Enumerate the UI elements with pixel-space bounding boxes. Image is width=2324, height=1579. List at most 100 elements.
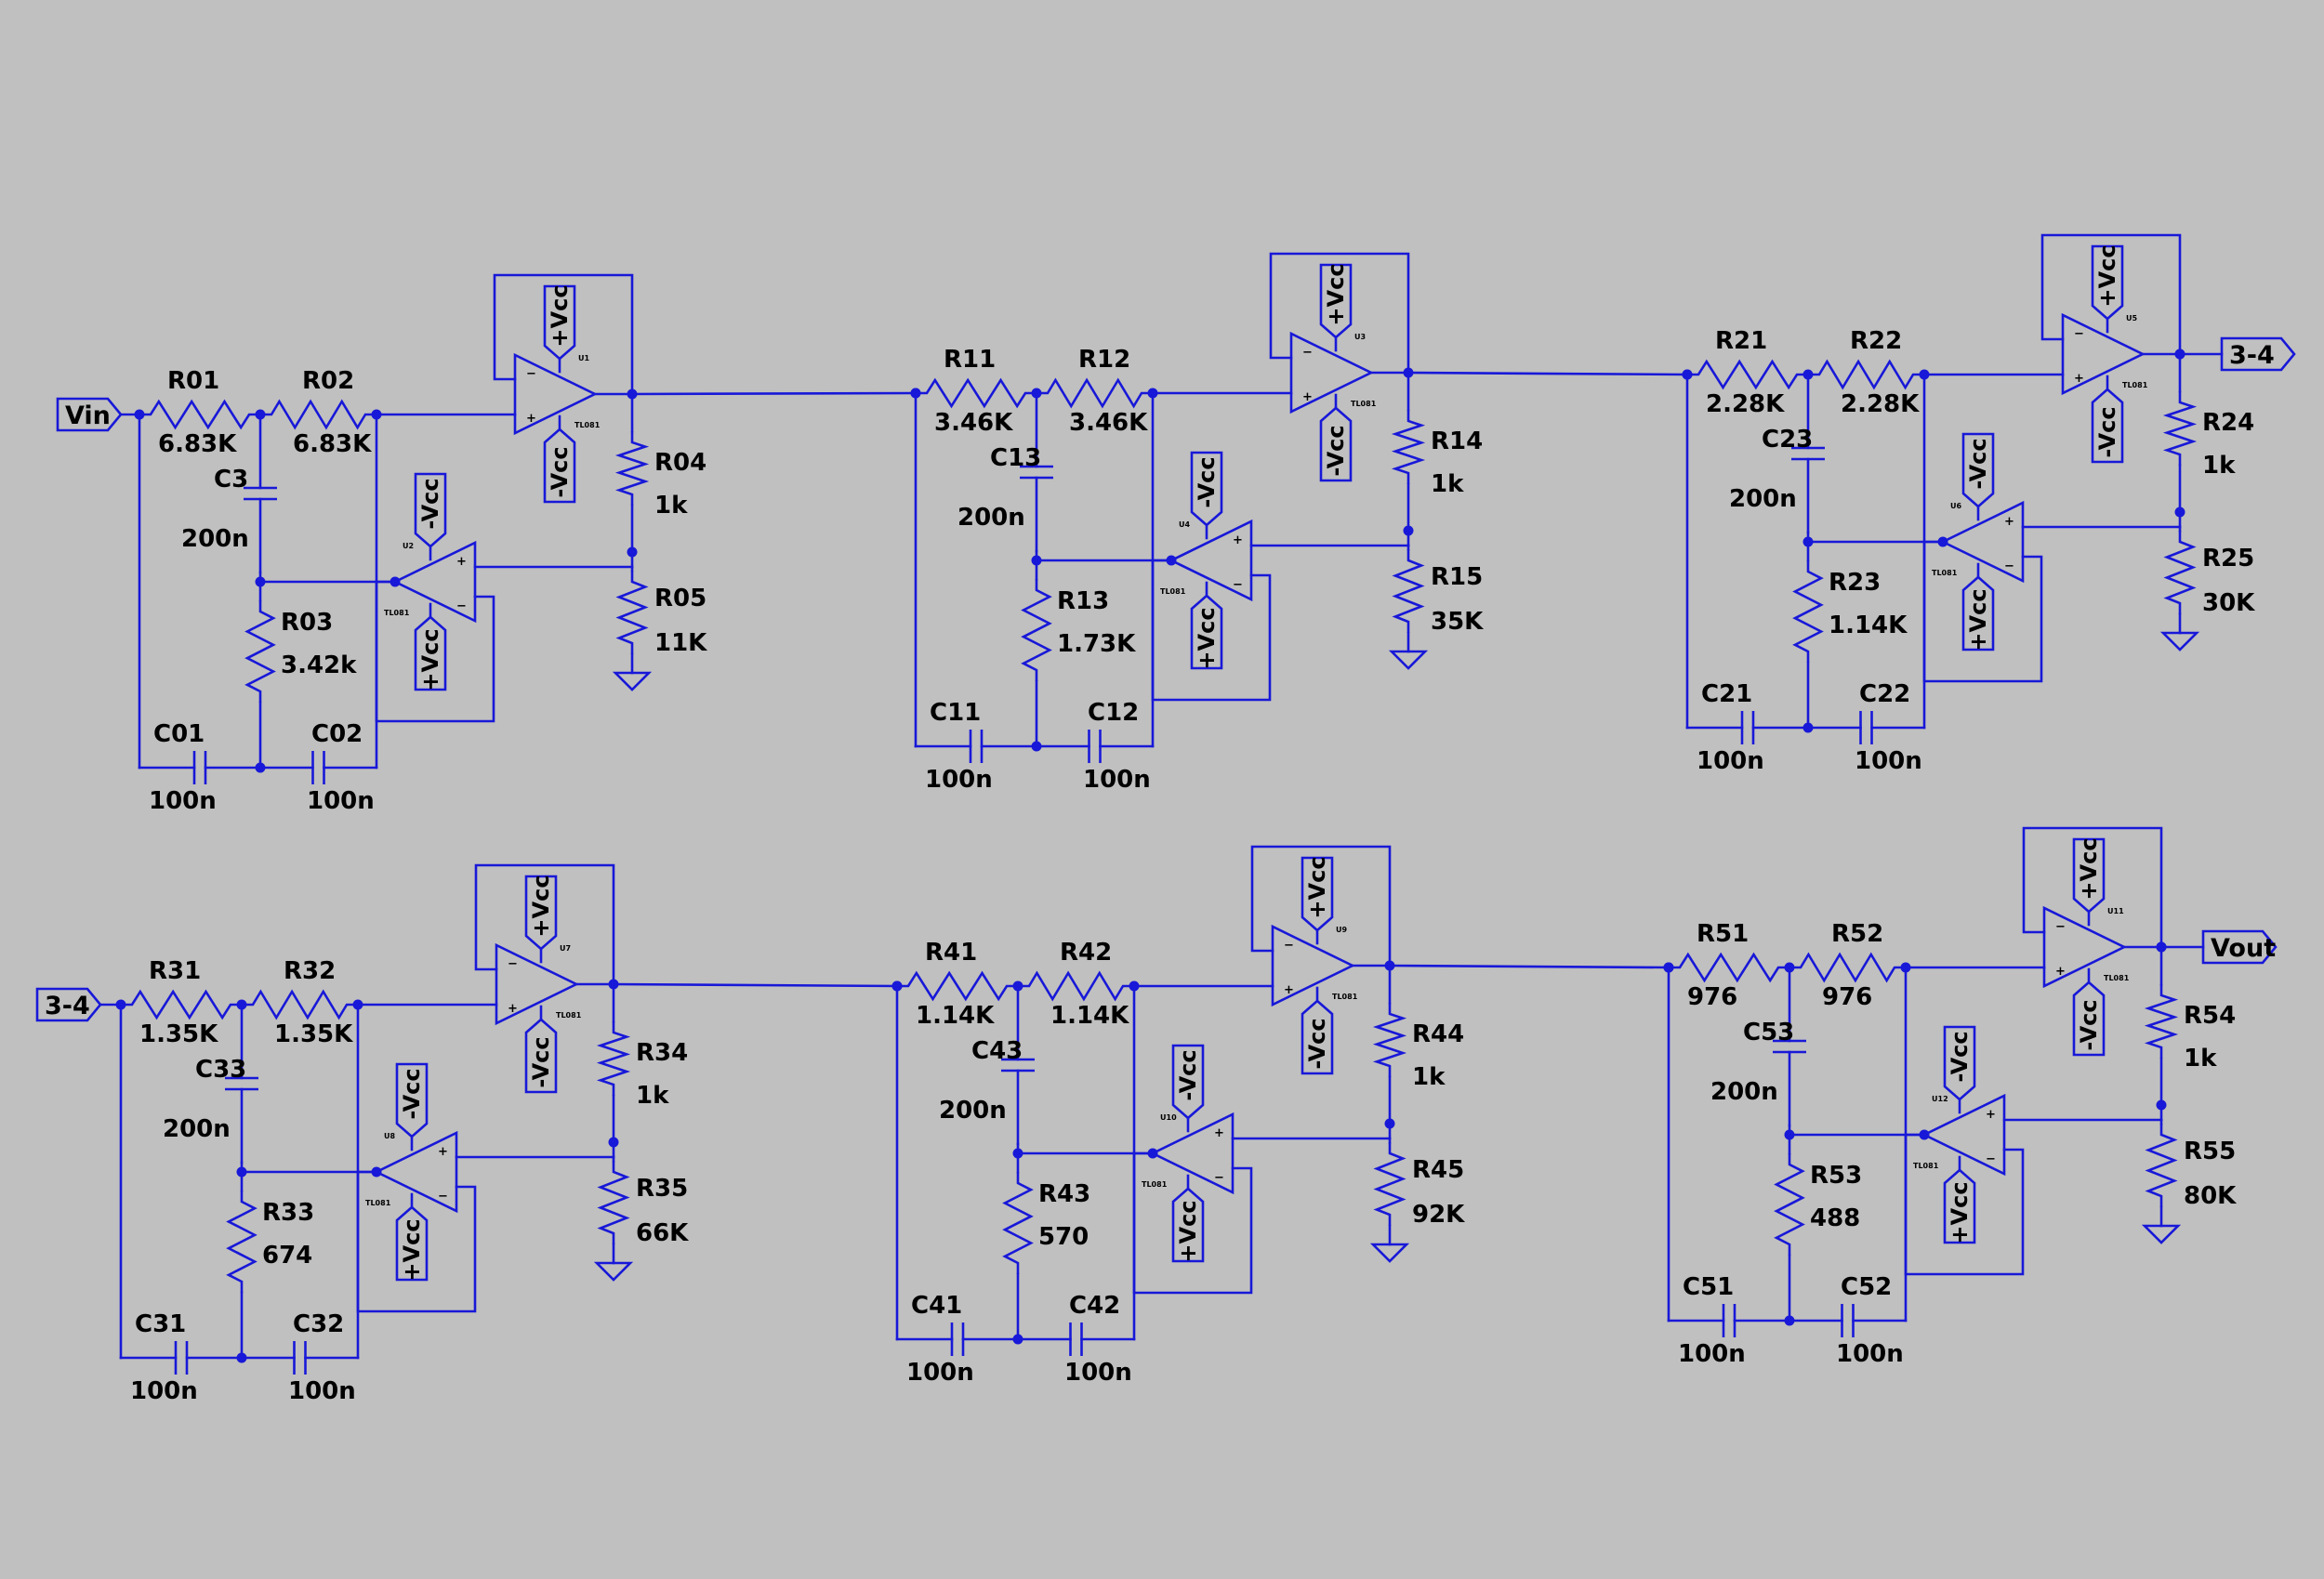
- resistor-label: R05: [654, 585, 706, 612]
- supply-label: +Vcc: [2076, 837, 2102, 900]
- resistor-value: 1.14K: [1829, 612, 1908, 639]
- filter-stage-2: R113.46KR123.46KC13200nR131.73KC11100nC1…: [910, 252, 1484, 794]
- port-label: Vout: [2211, 934, 2276, 963]
- resistor-value: 3.46K: [1069, 409, 1148, 437]
- resistor-value: 6.83K: [158, 430, 237, 458]
- filter-stage-3: R212.28KR222.28KC23200nR231.14KC21100nC2…: [1682, 233, 2255, 775]
- resistor-zigzag: [1372, 1003, 1407, 1077]
- opamp-input-sign: −: [1233, 578, 1243, 592]
- wire: [474, 863, 615, 986]
- opamp-input-sign: −: [508, 957, 518, 971]
- port-label: 3-4: [45, 992, 90, 1020]
- resistor-zigzag: [226, 1191, 257, 1293]
- resistor-label: R35: [636, 1175, 688, 1203]
- resistor-zigzag: [260, 399, 376, 430]
- resistor-zigzag: [244, 600, 276, 703]
- resistor-value: 1k: [636, 1082, 669, 1110]
- wire: [356, 1170, 477, 1313]
- opamp-input-sign: −: [526, 367, 536, 381]
- resistor-label: R14: [1431, 428, 1483, 455]
- resistor-label: R43: [1038, 1180, 1090, 1208]
- opamp-designator: U3: [1354, 333, 1366, 341]
- resistor-value: 570: [1038, 1223, 1089, 1251]
- opamp-model-label: TL081: [1332, 993, 1358, 1001]
- supply-label: -Vcc: [547, 446, 573, 497]
- opamp-input-sign: −: [2004, 559, 2014, 573]
- wire: [1250, 845, 1392, 967]
- resistor-label: R25: [2202, 545, 2254, 572]
- opamp-input-sign: +: [2055, 965, 2066, 979]
- supply-label: +Vcc: [547, 284, 573, 347]
- capacitor-value: 100n: [149, 787, 217, 815]
- opamp-model-label: TL081: [1160, 587, 1186, 596]
- capacitor-label: C43: [971, 1037, 1023, 1065]
- capacitor-label: C3: [214, 466, 248, 493]
- supply-flag: -Vcc: [395, 1062, 429, 1151]
- supply-flag-box: [395, 1062, 429, 1138]
- link-in-port: 3-4: [35, 987, 102, 1022]
- resistor-label: R04: [654, 449, 706, 477]
- opamp-input-sign: +: [1214, 1126, 1224, 1140]
- resistor-value: 976: [1687, 983, 1737, 1011]
- wire: [1904, 1133, 2025, 1276]
- supply-flag: +Vcc: [395, 1192, 429, 1282]
- port-label: 3-4: [2229, 341, 2275, 370]
- capacitor-value: 100n: [1836, 1340, 1904, 1368]
- resistor-zigzag: [121, 989, 242, 1020]
- supply-flag: -Vcc: [414, 472, 447, 561]
- supply-flag-box: [1190, 451, 1223, 527]
- resistor-value: 1k: [1431, 470, 1464, 498]
- supply-flag-box: [1319, 263, 1353, 339]
- opamp-designator: U12: [1932, 1095, 1948, 1103]
- supply-flag-box: [1301, 999, 1334, 1075]
- opamp-triangle: [2042, 905, 2127, 989]
- port-label: Vin: [65, 401, 111, 430]
- capacitor-value: 100n: [1678, 1340, 1746, 1368]
- resistor-value: 2.28K: [1841, 390, 1920, 418]
- capacitor-label: C33: [195, 1056, 246, 1084]
- capacitor-label: C11: [930, 699, 981, 727]
- supply-flag: -Vcc: [2072, 967, 2106, 1057]
- opamp-designator: U9: [1336, 926, 1347, 934]
- supply-flag: +Vcc: [1190, 581, 1223, 670]
- resistor-label: R52: [1831, 920, 1883, 948]
- resistor-zigzag: [897, 970, 1018, 1002]
- resistor-label: R34: [636, 1039, 688, 1067]
- ground-icon: [2141, 1224, 2182, 1244]
- opamp-model-label: TL081: [2122, 381, 2148, 389]
- capacitor-value: 200n: [181, 525, 249, 553]
- wire: [630, 391, 918, 396]
- ground-icon: [1388, 650, 1429, 670]
- resistor-label: R24: [2202, 409, 2254, 437]
- supply-label: +Vcc: [1947, 1181, 1973, 1243]
- capacitor-value: 100n: [1064, 1359, 1132, 1387]
- junction-dot: [1802, 722, 1814, 733]
- opamp-designator: U5: [2126, 314, 2137, 322]
- opamp-input-sign: +: [1233, 533, 1243, 547]
- junction-dot: [910, 388, 921, 399]
- resistor-label: R44: [1412, 1020, 1464, 1048]
- opamp-triangle: [1150, 1112, 1235, 1195]
- resistor-zigzag: [2162, 391, 2198, 466]
- supply-flag: -Vcc: [1943, 1025, 1976, 1114]
- resistor-value: 1.14K: [1050, 1002, 1129, 1030]
- supply-flag-box: [395, 1205, 429, 1282]
- supply-flag: -Vcc: [524, 1005, 558, 1094]
- junction-dot: [236, 1352, 247, 1363]
- capacitor-value: 200n: [163, 1115, 231, 1143]
- supply-flag: +Vcc: [2091, 244, 2124, 334]
- capacitor-value: 100n: [130, 1377, 198, 1405]
- capacitor-label: C23: [1762, 426, 1813, 454]
- opamp-designator: U7: [560, 944, 571, 953]
- resistor-value: 976: [1822, 983, 1872, 1011]
- filter-stage-5: R411.14KR421.14KC43200nR43570C41100nC421…: [891, 845, 1465, 1387]
- resistor-zigzag: [1392, 549, 1425, 633]
- ground-icon: [612, 671, 653, 691]
- opamp-input-sign: −: [438, 1190, 448, 1204]
- supply-label: -Vcc: [399, 1068, 425, 1119]
- resistor-value: 66K: [636, 1219, 689, 1247]
